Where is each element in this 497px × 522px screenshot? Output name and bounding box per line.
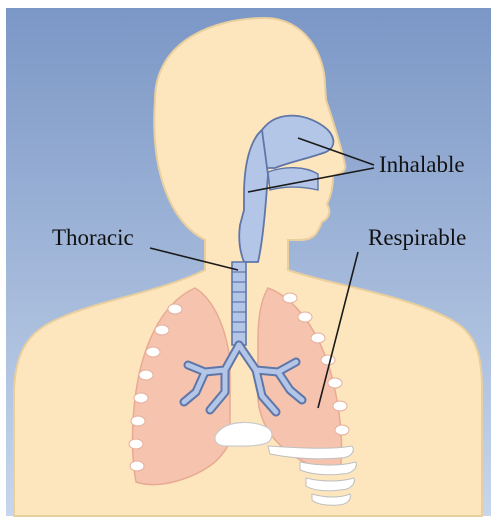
label-respirable: Respirable [368,225,466,250]
label-inhalable: Inhalable [379,152,465,177]
label-thoracic: Thoracic [52,225,134,250]
